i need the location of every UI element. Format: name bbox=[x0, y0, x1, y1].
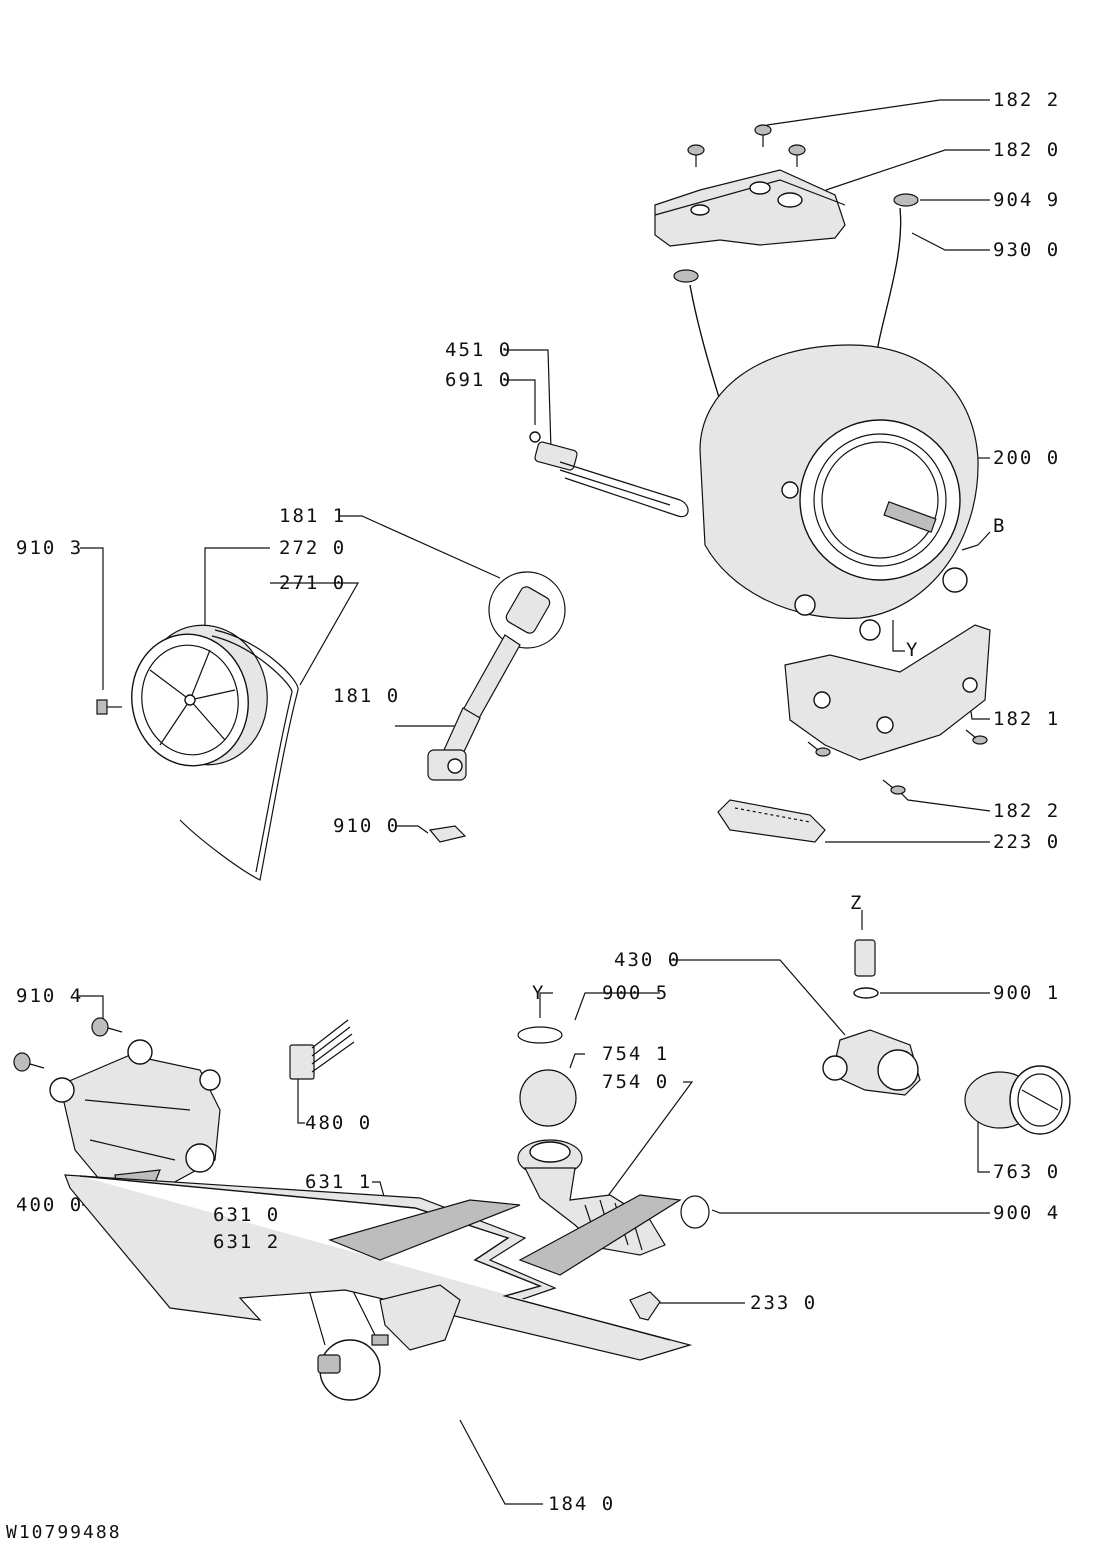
nut-icon bbox=[673, 193, 919, 283]
tub-cover-icon bbox=[654, 169, 846, 247]
callout-400-0: 400 0 bbox=[16, 1194, 84, 1216]
callout-904-9: 904 9 bbox=[993, 189, 1061, 211]
callout-480-0: 480 0 bbox=[305, 1112, 373, 1134]
counterweight-icon bbox=[784, 624, 991, 761]
bellows-icon bbox=[517, 1139, 666, 1256]
callout-184-0: 184 0 bbox=[548, 1493, 616, 1515]
callout-910-3: 910 3 bbox=[16, 537, 84, 559]
callout-631-0: 631 0 bbox=[213, 1204, 281, 1226]
callout-754-1: 754 1 bbox=[602, 1043, 670, 1065]
callout-272-0: 272 0 bbox=[279, 537, 347, 559]
clip-icon bbox=[428, 825, 467, 843]
callout-631-2: 631 2 bbox=[213, 1231, 281, 1253]
callout-181-0: 181 0 bbox=[333, 685, 401, 707]
callout-930-0: 930 0 bbox=[993, 239, 1061, 261]
callout-900-1: 900 1 bbox=[993, 982, 1061, 1004]
callout-223-0: 223 0 bbox=[993, 831, 1061, 853]
callout-900-4: 900 4 bbox=[993, 1202, 1061, 1224]
callout-233-0: 233 0 bbox=[750, 1292, 818, 1314]
wire-harness-icon bbox=[289, 1019, 355, 1080]
foot-icon bbox=[629, 1291, 661, 1321]
filter-icon bbox=[964, 1065, 1071, 1135]
callout-182-2-bottom: 182 2 bbox=[993, 800, 1061, 822]
screw-icon bbox=[807, 729, 988, 795]
callout-631-1: 631 1 bbox=[305, 1171, 373, 1193]
callout-900-5: 900 5 bbox=[602, 982, 670, 1004]
callout-691-0: 691 0 bbox=[445, 369, 513, 391]
shock-absorber-icon bbox=[427, 571, 566, 781]
callout-182-2-top: 182 2 bbox=[993, 89, 1061, 111]
callout-754-0: 754 0 bbox=[602, 1071, 670, 1093]
heater-icon bbox=[529, 431, 689, 518]
callout-B: B bbox=[993, 515, 1007, 537]
callout-271-0: 271 0 bbox=[279, 572, 347, 594]
callout-Y-tub: Y bbox=[906, 639, 920, 661]
ball-icon bbox=[519, 1069, 577, 1127]
screw-icon bbox=[687, 124, 806, 167]
callout-200-0: 200 0 bbox=[993, 447, 1061, 469]
callout-181-1: 181 1 bbox=[279, 505, 347, 527]
clamp-icon bbox=[517, 1026, 710, 1229]
tub-icon bbox=[699, 344, 979, 641]
base-plate-icon bbox=[64, 1174, 693, 1401]
callout-430-0: 430 0 bbox=[614, 949, 682, 971]
callout-910-4: 910 4 bbox=[16, 985, 84, 1007]
document-id: W10799488 bbox=[6, 1522, 122, 1543]
pump-icon bbox=[822, 939, 921, 1096]
callout-182-0: 182 0 bbox=[993, 139, 1061, 161]
pulley-icon bbox=[131, 624, 268, 767]
callout-Y-seal: Y bbox=[532, 982, 546, 1004]
callout-451-0: 451 0 bbox=[445, 339, 513, 361]
screw-icon bbox=[96, 699, 122, 715]
screw-icon bbox=[13, 1017, 123, 1072]
motor-icon bbox=[49, 1039, 221, 1196]
callout-Z: Z bbox=[850, 892, 864, 914]
detergent-tray-icon bbox=[717, 799, 826, 843]
callout-763-0: 763 0 bbox=[993, 1161, 1061, 1183]
callout-182-1: 182 1 bbox=[993, 708, 1061, 730]
callout-910-0: 910 0 bbox=[333, 815, 401, 837]
belt-icon bbox=[179, 629, 299, 881]
